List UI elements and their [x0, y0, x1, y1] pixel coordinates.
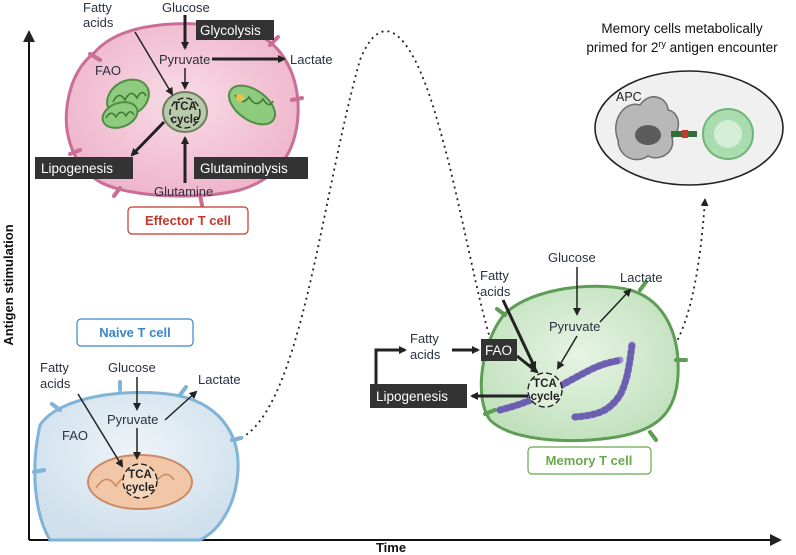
- memory-lipogenesis-label: Lipogenesis: [376, 389, 448, 404]
- naive-fao-label: FAO: [62, 428, 88, 443]
- effector-lipogenesis-box: [35, 157, 133, 179]
- apc-caption-line2: primed for 2ry antigen encounter: [586, 39, 778, 55]
- effector-lipogenesis-label: Lipogenesis: [41, 161, 113, 176]
- memory-cell-icon: [702, 108, 754, 160]
- effector-glucose-label: Glucose: [162, 0, 210, 15]
- effector-fatty-acids-label-2: acids: [83, 15, 114, 30]
- naive-title-box: [76, 318, 194, 347]
- naive-fatty-acids-label-1: Fatty: [40, 360, 69, 375]
- memory-pyruvate-label: Pyruvate: [549, 319, 600, 334]
- effector-fao-label: FAO: [95, 63, 121, 78]
- memory-lipogenesis-box: [370, 384, 467, 408]
- memory-fatty-acids-label-1: Fatty: [480, 268, 509, 283]
- effector-tca-line1: TCA: [173, 101, 197, 113]
- naive-tca-line1: TCA: [128, 469, 152, 481]
- naive-t-cell: TCA cycle Fatty acids Glucose Lactate Py…: [32, 318, 243, 542]
- x-axis-label: Time: [376, 540, 406, 555]
- naive-glucose-label: Glucose: [108, 360, 156, 375]
- effector-fatty-acids-label-1: Fatty: [83, 0, 112, 15]
- effector-glycolysis-box: [196, 20, 274, 40]
- memory-left-fatty-acids-label-1: Fatty: [410, 331, 439, 346]
- effector-title: Effector T cell: [145, 213, 231, 228]
- naive-fatty-acids-label-2: acids: [40, 376, 71, 391]
- stimulation-trajectory: [229, 30, 493, 443]
- apc-caption-line1: Memory cells metabolically: [601, 21, 763, 36]
- naive-pyruvate-label: Pyruvate: [107, 412, 158, 427]
- memory-t-cell: TCA cycle Fatty acids Glucose Lactate Py…: [370, 250, 688, 475]
- effector-glutaminolysis-box: [194, 157, 308, 179]
- mitochondrion-icon: [87, 454, 193, 510]
- memory-fao-label: FAO: [485, 343, 512, 358]
- memory-title-box: [527, 446, 652, 475]
- effector-lactate-label: Lactate: [290, 52, 333, 67]
- effector-glycolysis-label: Glycolysis: [200, 23, 261, 38]
- memory-title: Memory T cell: [546, 453, 633, 468]
- y-axis-label: Antigen stimulation: [1, 224, 16, 345]
- memory-tca-line1: TCA: [533, 378, 557, 390]
- naive-tca-line2: cycle: [126, 482, 155, 494]
- memory-tca-line2: cycle: [531, 391, 560, 403]
- memory-fao-box: [481, 339, 517, 361]
- memory-lactate-label: Lactate: [620, 270, 663, 285]
- effector-t-cell: TCA cycle Fatty acids Glucose Glycolysis…: [35, 0, 333, 235]
- memory-fatty-acids-label-2: acids: [480, 284, 511, 299]
- effector-glutamine-label: Glutamine: [154, 184, 213, 199]
- memory-left-fatty-acids-label-2: acids: [410, 347, 441, 362]
- mitochondrion-icon: [101, 78, 150, 129]
- effector-glutaminolysis-label: Glutaminolysis: [200, 161, 288, 176]
- apc-label: APC: [616, 90, 642, 104]
- naive-lactate-label: Lactate: [198, 372, 241, 387]
- effector-tca-line2: cycle: [171, 114, 200, 126]
- memory-glucose-label: Glucose: [548, 250, 596, 265]
- naive-title: Naive T cell: [99, 325, 171, 340]
- effector-title-box: [127, 206, 249, 235]
- apc-panel: Memory cells metabolically primed for 2r…: [586, 21, 784, 186]
- apc-cell-icon: [615, 96, 680, 161]
- effector-pyruvate-label: Pyruvate: [159, 52, 210, 67]
